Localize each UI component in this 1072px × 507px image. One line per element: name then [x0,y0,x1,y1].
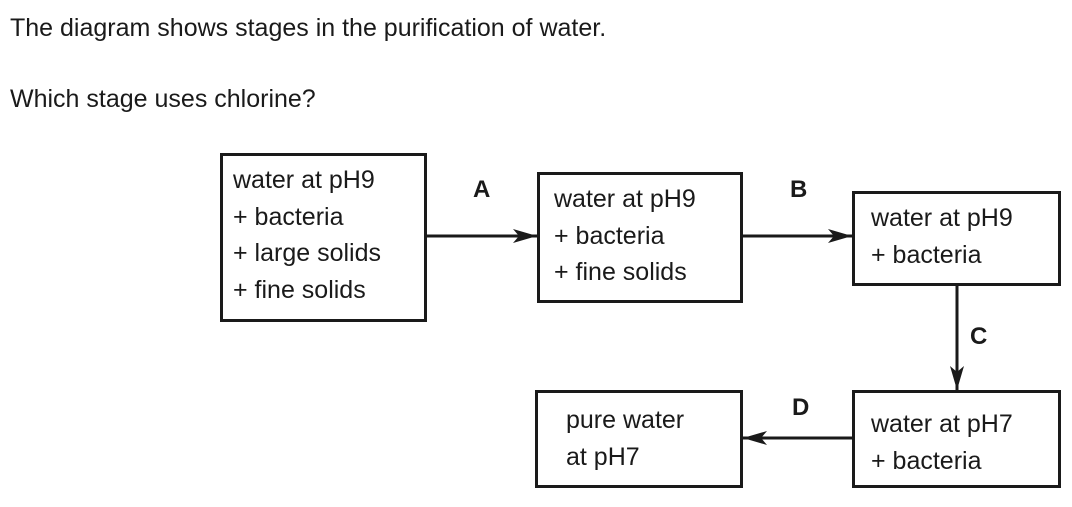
box-line: + fine solids [554,258,687,286]
stage-label-a: A [473,176,491,203]
box-line: at pH7 [566,442,640,471]
box-line: water at pH9 [554,185,696,213]
box-line: + large solids [233,239,381,267]
box-line: water at pH9 [233,166,375,194]
box-line: water at pH7 [871,410,1013,438]
question-intro: The diagram shows stages in the purifica… [10,14,607,42]
box-line: + bacteria [871,446,982,475]
box-raw-water: water at pH9 + bacteria + large solids +… [220,153,427,322]
box-line: + bacteria [871,240,982,269]
stage-label-b: B [790,176,808,203]
stage-label-d: D [792,394,810,421]
box-pure-water: pure water at pH7 [535,390,743,488]
stage-label-c: C [970,323,988,350]
box-line: water at pH9 [871,204,1013,232]
box-line: + fine solids [233,275,366,304]
box-after-stage-c: water at pH7 + bacteria [852,390,1061,488]
question-prompt: Which stage uses chlorine? [10,85,316,113]
box-after-stage-b: water at pH9 + bacteria [852,191,1061,286]
box-line: + bacteria [554,221,665,250]
box-line: pure water [566,406,685,434]
box-after-stage-a: water at pH9 + bacteria + fine solids [537,172,743,303]
box-line: + bacteria [233,202,344,231]
